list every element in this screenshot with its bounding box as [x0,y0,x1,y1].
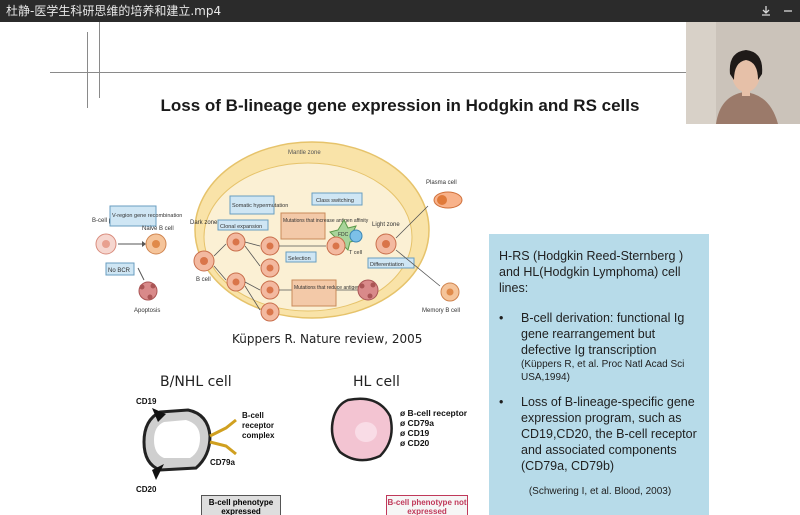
selection-label: Selection [288,256,311,262]
light-zone-label: Light zone [372,222,400,228]
fdc-label: FDC [338,232,349,238]
hl-phenotype: B-cell phenotype not expressed [387,498,467,515]
cd19-label: CD19 [136,397,157,406]
hl-marker: ø CD20 [400,438,430,448]
info-bullet: • Loss of B-lineage-specific gene expres… [499,394,701,474]
decorative-line [99,22,100,98]
bullet-reference: (Küppers R, et al. Proc Natl Acad Sci US… [521,359,685,383]
class-switch-box [311,192,363,206]
cd19-marker [152,408,166,422]
info-box: H-RS (Hodgkin Reed-Sternberg ) and HL(Ho… [489,234,709,515]
bcr-label: B-cell receptor complex [242,411,276,440]
b-cell-label: B cell [196,277,211,283]
mut-reduce-label: Mutations that reduce antigen affinity [294,285,376,291]
no-bcr-box [105,262,135,276]
bullet-reference: (Schwering I, et al. Blood, 2003) [528,486,672,497]
bcr-complex [209,418,237,456]
apoptosis-label: Apoptosis [134,308,160,314]
mut-increase-box [280,212,326,240]
plasma-cell [433,191,463,209]
somatic-label: Somatic hypermutation [232,203,288,209]
bnhl-phenotype-box: B-cell phenotype expressed [201,495,281,515]
window-titlebar: 杜静-医学生科研思维的培养和建立.mp4 [0,0,800,22]
presenter-avatar [686,22,800,124]
decorative-line [87,32,88,108]
differentiation-box [367,257,415,269]
bcr-label-line: B-cell [242,411,264,420]
bullet-dot: • [499,311,504,325]
dark-zone-label: Dark zone [190,220,218,226]
bullet-text: Loss of B-lineage-specific gene expressi… [521,395,697,473]
mantle-zone-label: Mantle zone [288,150,321,156]
clonal-box [217,219,269,231]
mut-increase-label: Mutations that increase antigen affinity [283,218,369,224]
window-title: 杜静-医学生科研思维的培养和建立.mp4 [6,4,222,18]
webcam-video [686,22,800,124]
clonal-label: Clonal expansion [220,224,262,230]
cd79a-label: CD79a [210,458,235,467]
v-region-box [109,205,157,227]
bullet-text: B-cell derivation: functional Ig gene re… [521,311,685,357]
somatic-box [229,195,275,215]
bcr-label-line: receptor [242,421,274,430]
info-bullet: • B-cell derivation: functional Ig gene … [499,310,701,384]
bcr-label-line: complex [242,431,275,440]
cd20-marker [152,464,164,480]
bnhl-phenotype: B-cell phenotype expressed [208,498,274,515]
hl-marker: ø B-cell receptor [400,408,468,418]
t-cell [349,229,363,243]
no-bcr-label: No BCR [108,268,131,274]
minimize-icon[interactable] [782,5,794,17]
memory-label: Memory B cell [422,308,460,314]
v-region-label: V-region gene recombination [112,213,182,219]
plasma-label: Plasma cell [426,180,457,186]
bullet-dot: • [499,395,504,409]
titlebar-controls [760,0,794,22]
hl-marker: ø CD19 [400,428,430,438]
decorative-line [50,72,740,73]
presentation-slide: Loss of B-lineage gene expression in Hod… [0,22,800,515]
hl-markers: ø B-cell receptor ø CD79a ø CD19 ø CD20 [400,408,467,448]
slide-title: Loss of B-lineage gene expression in Hod… [160,96,640,115]
differentiation-label: Differentiation [370,262,404,268]
hl-cell-diagram [330,397,393,462]
hl-cell-title: HL cell [353,374,400,390]
naive-b-label: Naive B cell [142,226,174,232]
info-heading: H-RS (Hodgkin Reed-Sternberg ) and HL(Ho… [499,249,684,295]
hl-marker: ø CD79a [400,418,435,428]
hl-nucleus [355,422,377,442]
bnhl-cell-diagram: CD19 CD20 CD79a B-cell receptor complex [136,397,276,494]
figure-citation: Küppers R. Nature review, 2005 [232,332,423,346]
t-cell-label: T cell [349,250,362,256]
selection-box [285,251,317,263]
germinal-center-diagram: Mantle zone B-cell precursor V-region ge… [92,141,463,322]
bnhl-cell-title: B/NHL cell [160,374,232,390]
download-icon[interactable] [760,5,772,17]
mut-reduce-box [291,279,337,307]
class-switch-label: Class switching [316,198,354,204]
hl-phenotype-box: B-cell phenotype not expressed [386,495,468,515]
cd20-label: CD20 [136,485,157,494]
